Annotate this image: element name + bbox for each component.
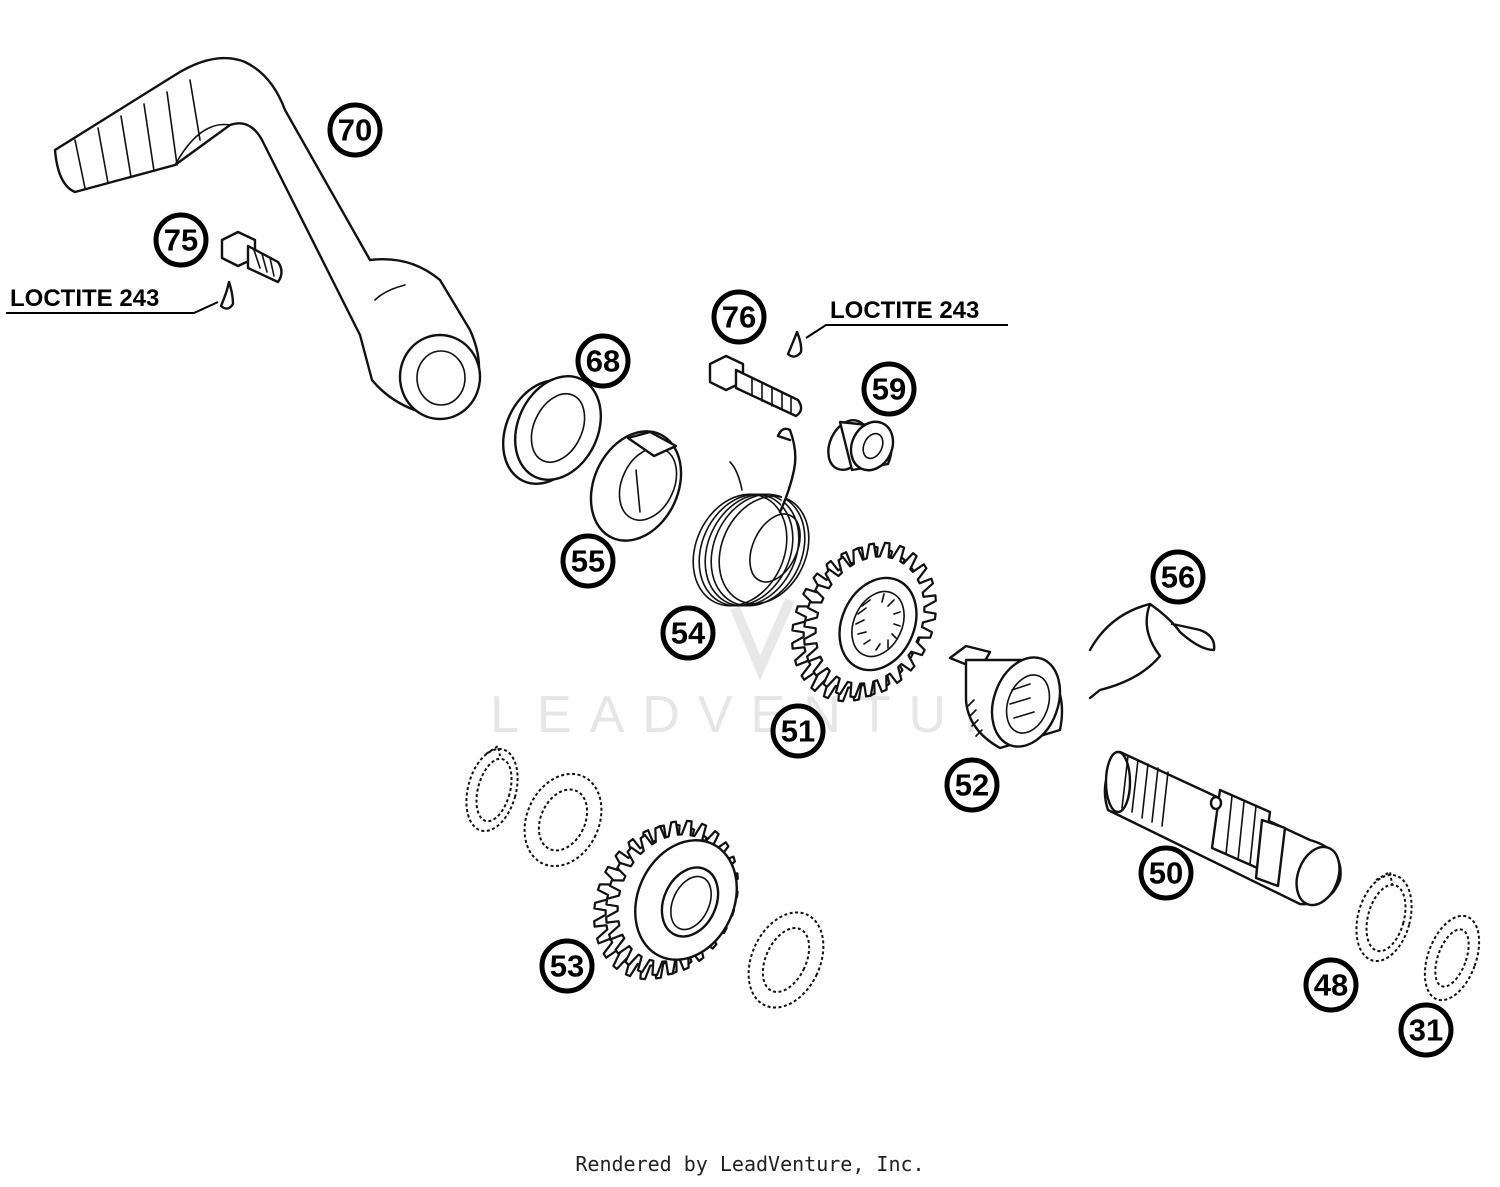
loctite-label: LOCTITE 243 — [830, 297, 979, 324]
callout-label: 59 — [872, 372, 906, 407]
callout-label: 55 — [571, 544, 605, 579]
kick-starter-lever[interactable] — [53, 56, 482, 421]
spring-clip[interactable] — [1088, 602, 1216, 700]
callout-76[interactable]: 76 — [711, 289, 767, 345]
callout-70[interactable]: 70 — [327, 102, 383, 158]
callout-label: 56 — [1161, 560, 1195, 595]
callout-31[interactable]: 31 — [1398, 1002, 1454, 1058]
callout-51[interactable]: 51 — [770, 703, 826, 759]
callout-53[interactable]: 53 — [539, 938, 595, 994]
kick-starter-spring[interactable] — [676, 427, 826, 621]
loctite-note-76: LOCTITE 243 — [805, 297, 1008, 339]
circlip[interactable] — [1347, 869, 1420, 967]
callout-68[interactable]: 68 — [575, 333, 631, 389]
collar-bolt-75[interactable] — [219, 230, 283, 310]
callout-50[interactable]: 50 — [1138, 845, 1194, 901]
washer-right[interactable] — [734, 900, 838, 1019]
collar-bolt-76[interactable] — [708, 330, 803, 418]
circlip-left[interactable] — [458, 743, 526, 837]
callout-56[interactable]: 56 — [1150, 549, 1206, 605]
callout-label: 48 — [1314, 968, 1348, 1003]
intermediate-gear[interactable] — [593, 819, 756, 981]
washer-left[interactable] — [510, 761, 616, 878]
callout-52[interactable]: 52 — [944, 757, 1000, 813]
callout-75[interactable]: 75 — [153, 212, 209, 268]
callout-label: 70 — [338, 113, 372, 148]
loctite-note-75: LOCTITE 243 — [6, 285, 219, 314]
callout-59[interactable]: 59 — [861, 361, 917, 417]
washer[interactable] — [1414, 908, 1489, 1007]
footer-credit: Rendered by LeadVenture, Inc. — [575, 1152, 925, 1176]
callout-54[interactable]: 54 — [660, 605, 716, 661]
callout-label: 52 — [955, 768, 989, 803]
kick-starter-gear[interactable] — [791, 541, 937, 703]
kick-starter-shaft[interactable] — [1103, 750, 1347, 911]
callout-label: 53 — [550, 949, 584, 984]
callout-label: 50 — [1149, 856, 1183, 891]
spring-guide[interactable] — [574, 417, 698, 556]
callout-label: 75 — [164, 223, 198, 258]
shaft-seal-ring[interactable] — [487, 362, 617, 498]
loctite-label: LOCTITE 243 — [10, 285, 159, 312]
callout-label: 31 — [1409, 1013, 1443, 1048]
callout-label: 76 — [722, 300, 756, 335]
callout-55[interactable]: 55 — [560, 533, 616, 589]
callout-label: 54 — [671, 616, 706, 651]
callout-label: 51 — [781, 714, 815, 749]
ratchet[interactable] — [948, 644, 1072, 756]
callout-48[interactable]: 48 — [1303, 957, 1359, 1013]
spacer-bush[interactable] — [821, 414, 901, 477]
callout-label: 68 — [586, 344, 620, 379]
